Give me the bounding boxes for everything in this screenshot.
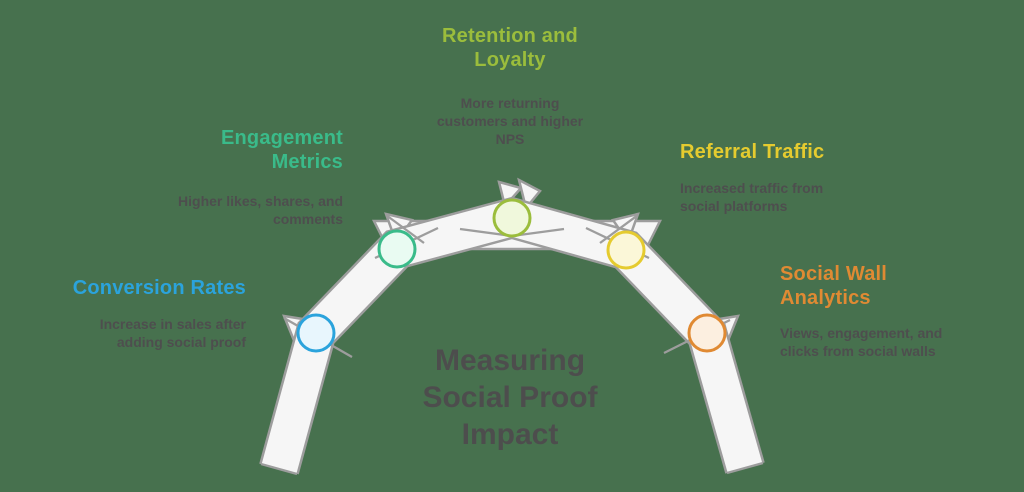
- retention-loyalty-node-circle: [492, 198, 532, 238]
- item-desc-retention-and-loyalty: More returning customers and higher NPS: [436, 95, 584, 147]
- item-desc-conversion-rates: Increase in sales after adding social pr…: [99, 316, 246, 350]
- item-retention-and-loyalty: Retention and Loyalty More returning cus…: [390, 24, 630, 148]
- item-engagement-metrics: Engagement Metrics Higher likes, shares,…: [103, 126, 343, 228]
- item-social-wall-analytics: Social Wall Analytics Views, engagement,…: [780, 262, 1020, 360]
- right-leg-end-cap: [726, 461, 764, 475]
- item-desc-social-wall-analytics: Views, engagement, and clicks from socia…: [780, 325, 943, 359]
- item-referral-traffic: Referral Traffic Increased traffic from …: [680, 140, 920, 215]
- item-heading-referral-traffic: Referral Traffic: [680, 141, 825, 163]
- page-title: Measuring Social Proof Impact: [422, 344, 598, 451]
- social-wall-analytics-node-circle: [687, 313, 727, 353]
- item-heading-social-wall-analytics: Social Wall Analytics: [780, 263, 888, 309]
- referral-traffic-node-circle: [606, 230, 646, 270]
- left-leg-end-cap: [260, 462, 298, 476]
- item-desc-engagement-metrics: Higher likes, shares, and comments: [178, 193, 343, 227]
- engagement-metrics-node-circle: [377, 229, 417, 269]
- conversion-rates-node-circle: [296, 313, 336, 353]
- seam-line: [599, 214, 639, 244]
- seam-line: [385, 214, 425, 244]
- item-heading-engagement-metrics: Engagement Metrics: [220, 127, 343, 173]
- item-heading-conversion-rates: Conversion Rates: [72, 277, 246, 299]
- item-heading-retention-and-loyalty: Retention and Loyalty: [442, 25, 578, 71]
- item-desc-referral-traffic: Increased traffic from social platforms: [680, 180, 824, 214]
- item-conversion-rates: Conversion Rates Increase in sales after…: [6, 276, 246, 351]
